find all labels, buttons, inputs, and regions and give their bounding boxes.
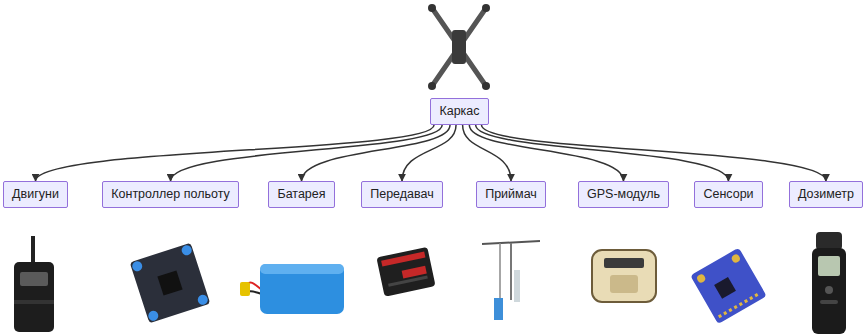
connector [402, 125, 456, 181]
frame-arm [432, 8, 486, 86]
battery-plug [240, 282, 250, 296]
component-box: Передавач [361, 181, 443, 208]
battery-top [260, 264, 344, 274]
motor-mount [482, 82, 490, 90]
battery-picture [240, 264, 344, 314]
sensor-picture [690, 248, 766, 324]
node-label: Батарея [277, 187, 325, 202]
sensor-hole [696, 273, 707, 284]
vtx-body [376, 247, 435, 297]
connector [481, 125, 826, 181]
node-label: Сенсори [703, 187, 753, 202]
dosimeter-screen [818, 256, 840, 276]
fc-hole [180, 244, 193, 257]
receiver-module [514, 270, 520, 302]
motor-mount [428, 82, 436, 90]
sensor-pins [719, 293, 761, 317]
component-box: Приймач [476, 181, 546, 208]
fc-hole [131, 260, 144, 273]
node-label: GPS-модуль [587, 187, 660, 202]
node-label: Каркас [439, 104, 479, 119]
gps-case [592, 250, 656, 302]
connector [302, 125, 451, 181]
motor-shaft [31, 236, 35, 264]
vtx-accent [381, 252, 425, 267]
motor-mount [482, 4, 490, 12]
sensor-board [690, 248, 766, 324]
dosimeter-body [812, 248, 846, 334]
dosimeter-button [825, 286, 833, 294]
root-box: Каркас [430, 98, 489, 125]
frame-body [452, 30, 466, 64]
motor-picture [14, 236, 54, 332]
sensor-chip [714, 277, 736, 299]
antenna-lead [499, 243, 501, 300]
dosimeter-picture [812, 232, 846, 334]
component-box: Сенсори [694, 181, 763, 208]
transmitter-picture [376, 247, 435, 297]
component-box: Батарея [268, 181, 335, 208]
motor-ring [14, 300, 54, 304]
component-box: Дозиметр [789, 181, 863, 208]
drone-frame [428, 4, 490, 90]
gps-picture [592, 250, 656, 302]
gps-patch [610, 275, 638, 293]
gps-logo [604, 258, 644, 268]
connector [36, 125, 435, 181]
fc-hole [196, 293, 209, 306]
receiver-board [494, 298, 503, 320]
motor-label [20, 272, 48, 286]
component-box: Контроллер польоту [102, 181, 239, 208]
fc-board [130, 243, 211, 324]
node-label: Контроллер польоту [111, 187, 230, 202]
battery-pack [260, 264, 344, 314]
component-box: GPS-модуль [578, 181, 669, 208]
motor-body [14, 262, 54, 332]
node-label: Передавач [370, 187, 434, 202]
connector [171, 125, 443, 181]
dosimeter-button [820, 300, 838, 304]
sensor-hole [730, 253, 741, 264]
receiver-picture [482, 241, 540, 320]
fc-chip [157, 270, 182, 295]
vtx-fin [388, 275, 428, 286]
antenna-lead [510, 243, 512, 300]
motor-mount [428, 4, 436, 12]
node-label: Приймач [485, 187, 537, 202]
node-label: Дозиметр [798, 187, 854, 202]
component-box: Двигуни [3, 181, 68, 208]
frame-arm [432, 8, 486, 86]
flight-controller-picture [130, 243, 211, 324]
node-label: Двигуни [12, 187, 59, 202]
fc-hole [147, 309, 160, 322]
dosimeter-head [816, 232, 842, 250]
